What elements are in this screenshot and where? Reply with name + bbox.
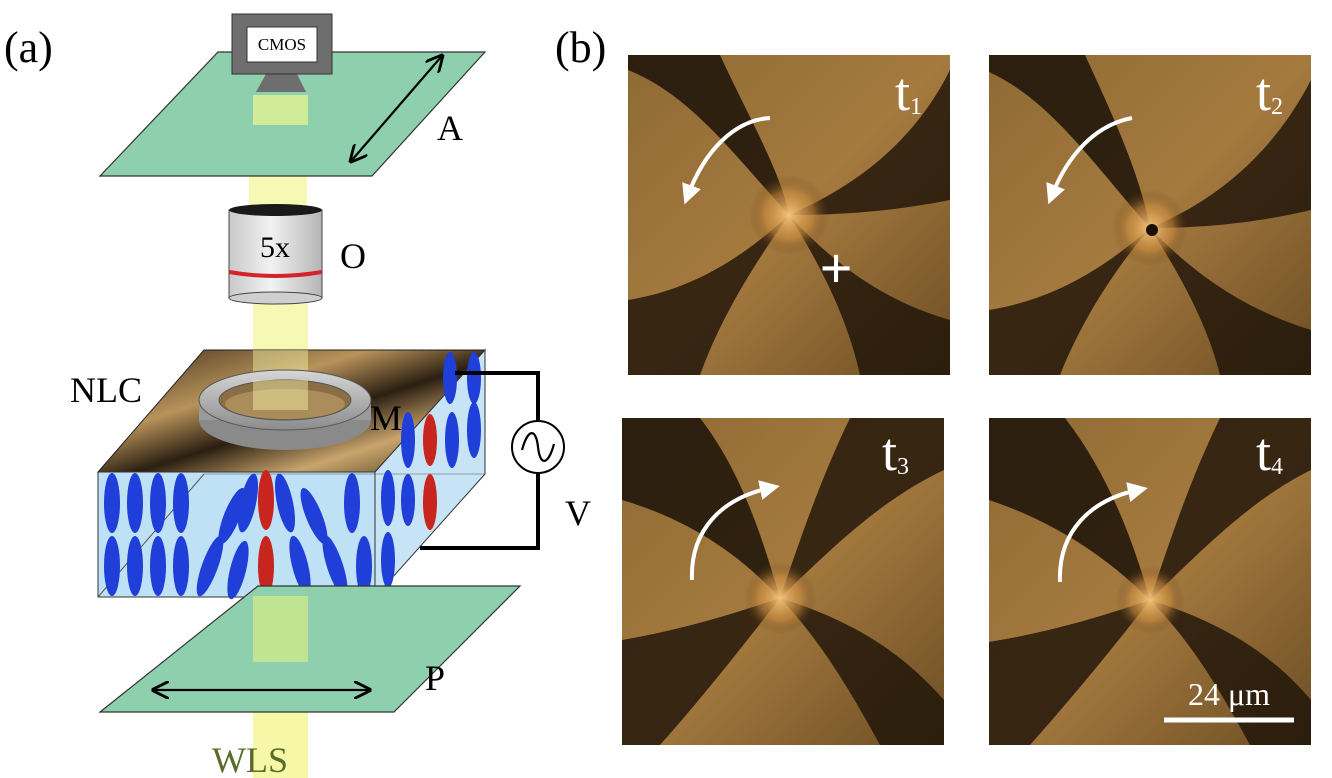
director-field-front	[104, 470, 372, 600]
analyzer-label: A	[437, 108, 463, 148]
light-beam-bottom	[253, 708, 308, 778]
objective-lens: 5x	[228, 204, 323, 305]
objective-label: O	[340, 236, 366, 276]
light-source-label: WLS	[212, 740, 288, 778]
panel-a: (a) A CMOS 5x O	[4, 13, 591, 778]
magnet-label: M	[370, 398, 402, 438]
time-label-1: t1	[895, 62, 922, 122]
polarizer-label: P	[425, 658, 445, 698]
micrograph-frame-2: t2	[989, 55, 1311, 375]
analyzer-axis-arrow	[352, 57, 441, 160]
objective-magnification: 5x	[260, 231, 290, 264]
micrograph-frame-4: t4 24 μm	[989, 418, 1311, 745]
rotation-arrow-2	[1046, 116, 1133, 205]
time-label-3: t3	[882, 422, 909, 482]
micrograph-frame-3: t3	[622, 418, 944, 745]
ring-magnet	[198, 369, 372, 450]
light-beam-through-polarizer	[253, 596, 308, 662]
rotation-arrow-3	[689, 480, 780, 581]
micrograph-frame-1: + t1	[628, 55, 950, 375]
voltage-circuit	[420, 371, 565, 550]
rotation-arrow-1	[682, 116, 771, 205]
scale-bar-label: 24 μm	[1188, 676, 1270, 712]
cmos-camera: CMOS	[231, 13, 333, 92]
voltage-label: V	[565, 493, 591, 533]
time-label-4: t4	[1256, 422, 1283, 482]
sample-label: NLC	[70, 370, 142, 410]
time-label-2: t2	[1256, 62, 1283, 122]
panel-b: (b) + t1 t2	[555, 23, 1311, 745]
panel-b-label: (b)	[555, 23, 606, 72]
polarizer-plate	[98, 585, 522, 713]
director-field-side	[381, 352, 481, 588]
camera-label: CMOS	[258, 35, 306, 54]
rotation-arrow-4	[1057, 482, 1148, 583]
nlc-cell	[96, 348, 487, 600]
defect-charge-marker: +	[819, 236, 852, 301]
panel-a-label: (a)	[4, 23, 53, 72]
light-beam-through-analyzer	[253, 95, 308, 125]
